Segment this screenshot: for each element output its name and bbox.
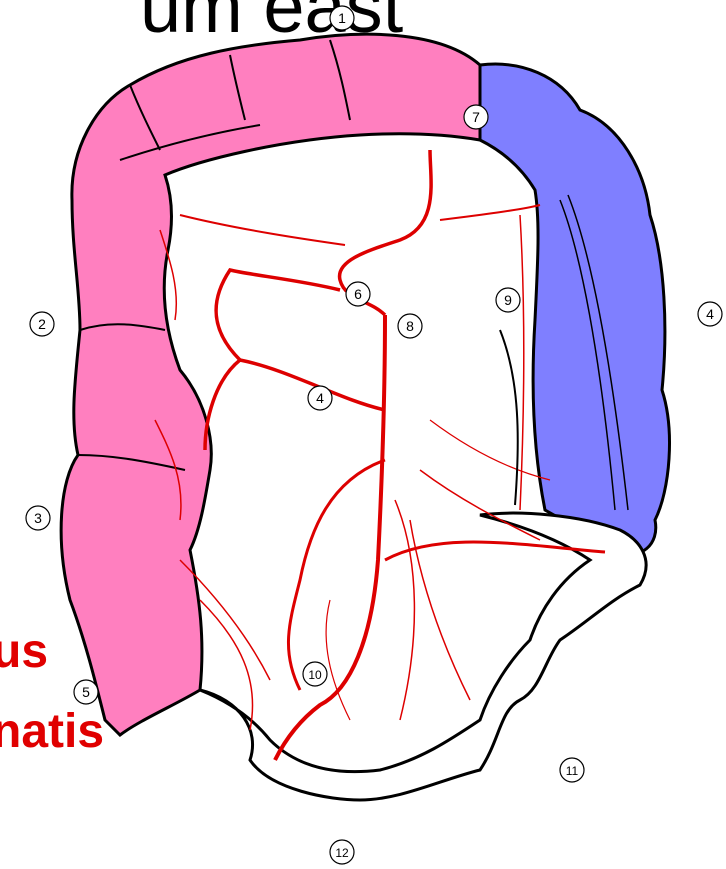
svg-text:8: 8 xyxy=(406,318,414,334)
marker-12: 12 xyxy=(330,840,354,864)
marker-4-right: 4 xyxy=(698,302,722,326)
svg-text:10: 10 xyxy=(308,668,322,682)
svg-text:9: 9 xyxy=(504,292,512,308)
marker-7: 7 xyxy=(464,105,488,129)
marker-8: 8 xyxy=(398,314,422,338)
marker-9: 9 xyxy=(496,288,520,312)
superior-mesenteric-artery xyxy=(275,315,385,760)
inferior-mesenteric-outline xyxy=(500,330,518,505)
marker-4-center: 4 xyxy=(308,386,332,410)
svg-text:11: 11 xyxy=(566,764,579,778)
svg-text:5: 5 xyxy=(82,684,90,700)
svg-text:3: 3 xyxy=(34,510,42,526)
overlay-label-line-1: us xyxy=(0,628,48,676)
svg-text:4: 4 xyxy=(316,390,324,406)
svg-text:1: 1 xyxy=(338,10,346,26)
marker-3: 3 xyxy=(26,506,50,530)
svg-text:7: 7 xyxy=(472,109,480,125)
ascending-transverse-colon xyxy=(61,34,480,735)
overlay-label-line-2: natis xyxy=(0,708,104,756)
small-intestine xyxy=(200,513,646,800)
svg-text:4: 4 xyxy=(706,306,714,322)
marker-10: 10 xyxy=(303,662,327,686)
svg-text:2: 2 xyxy=(38,316,46,332)
svg-text:12: 12 xyxy=(335,846,349,860)
marker-2: 2 xyxy=(30,312,54,336)
svg-text:6: 6 xyxy=(354,286,362,302)
marker-11: 11 xyxy=(560,758,584,782)
marker-5: 5 xyxy=(74,680,98,704)
marker-1: 1 xyxy=(330,6,354,30)
right-colic-artery xyxy=(205,360,385,450)
marker-6: 6 xyxy=(346,282,370,306)
